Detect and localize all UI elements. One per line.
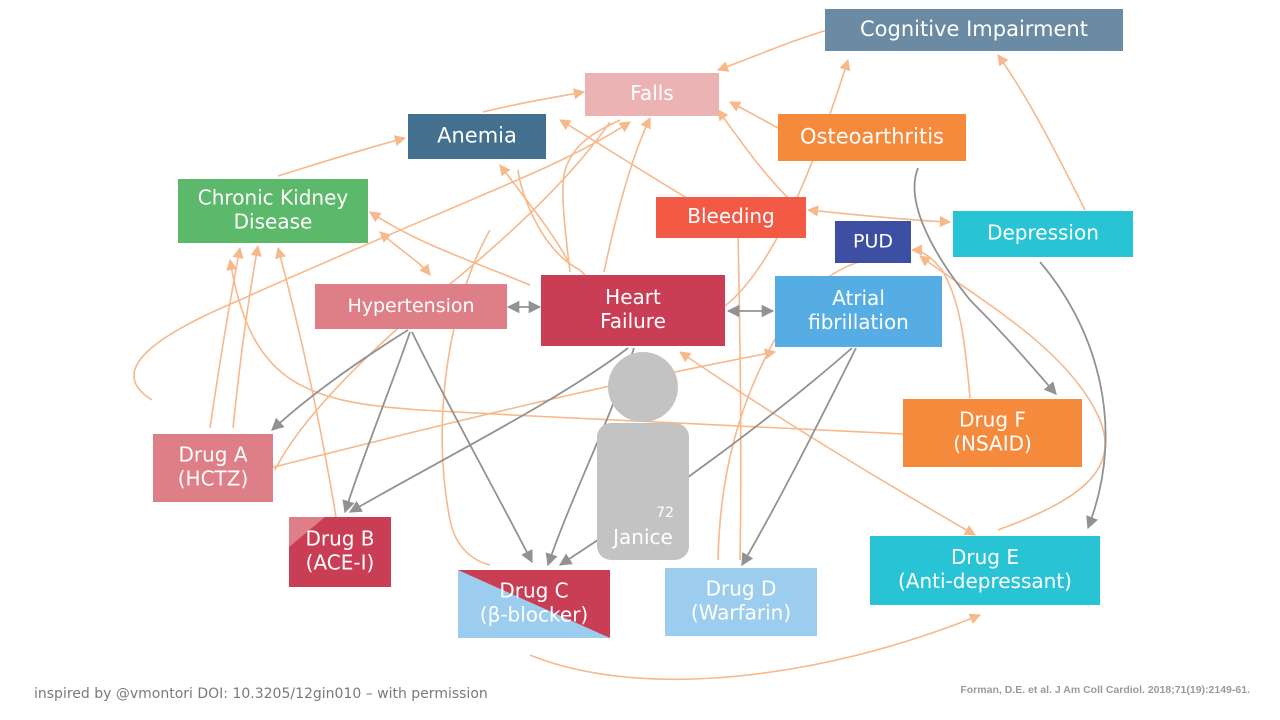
node-box <box>656 197 806 238</box>
adverse-interaction-edges <box>133 23 1106 681</box>
node-label: Drug D <box>706 576 777 600</box>
edge <box>919 255 1106 531</box>
patient-figure: 72 Janice <box>597 352 689 560</box>
edge <box>603 116 651 273</box>
node-label: Drug E <box>951 545 1019 569</box>
node-box <box>315 284 507 329</box>
node-label: Drug F <box>959 407 1026 431</box>
node-label: Hypertension <box>347 295 474 317</box>
node-box <box>825 9 1123 51</box>
node-label: Depression <box>987 221 1099 245</box>
node-box <box>775 276 942 347</box>
edge <box>411 331 533 564</box>
edge <box>741 347 857 567</box>
node-box <box>408 114 546 159</box>
node-label: Atrial <box>832 286 885 310</box>
node-label: Bleeding <box>687 204 775 228</box>
edge <box>529 613 982 681</box>
edge <box>729 101 779 129</box>
node-label: Chronic Kidney <box>198 185 349 209</box>
node-anemia: Anemia <box>408 114 546 159</box>
node-box <box>953 211 1133 257</box>
node-label: (β-blocker) <box>480 603 588 627</box>
node-bleeding: Bleeding <box>656 197 806 238</box>
edge <box>482 88 586 113</box>
edge <box>724 58 851 307</box>
node-label: Drug B <box>305 526 374 550</box>
edge <box>232 244 262 429</box>
node-label: Heart <box>605 285 661 309</box>
node-hypertension: Hypertension <box>315 284 507 329</box>
node-drug-e: Drug E(Anti-depressant) <box>870 536 1100 605</box>
node-box <box>903 399 1082 467</box>
node-label: Disease <box>234 210 313 234</box>
edge <box>806 205 952 228</box>
edge <box>271 329 409 431</box>
node-drug-a: Drug A(HCTZ) <box>153 434 273 502</box>
edge <box>441 229 491 566</box>
node-drug-b: Drug B(ACE-I) <box>289 517 391 587</box>
edge <box>133 121 631 401</box>
edge <box>277 135 407 177</box>
edge <box>342 331 411 514</box>
node-box <box>585 73 719 116</box>
node-label: PUD <box>853 231 893 253</box>
edge <box>562 119 621 273</box>
patient-head <box>608 352 678 422</box>
node-label: Osteoarthritis <box>800 125 944 149</box>
node-label: (NSAID) <box>953 432 1032 456</box>
node-pud: PUD <box>835 221 911 263</box>
edge <box>913 167 1057 395</box>
edge <box>679 351 976 536</box>
edge <box>732 226 744 561</box>
node-box <box>153 434 273 502</box>
node-box-split <box>289 517 325 547</box>
edge <box>369 211 531 286</box>
patient-age: 72 <box>656 505 674 521</box>
edge <box>348 347 629 513</box>
edge <box>499 164 571 266</box>
node-label: (Anti-depressant) <box>898 569 1072 593</box>
node-label: Failure <box>600 309 666 333</box>
node-box <box>541 275 725 346</box>
node-falls: Falls <box>585 73 719 116</box>
credit-note: inspired by @vmontori DOI: 10.3205/12gin… <box>34 686 488 702</box>
edge <box>1039 261 1107 530</box>
node-box <box>835 221 911 263</box>
citation: Forman, D.E. et al. J Am Coll Cardiol. 2… <box>960 684 1250 696</box>
node-label: Falls <box>630 81 673 105</box>
node-box-split <box>458 570 610 638</box>
patient-body <box>597 423 689 560</box>
edge <box>717 109 791 201</box>
node-label: fibrillation <box>808 310 909 334</box>
edge <box>379 231 431 276</box>
node-drug-c: Drug C(β-blocker) <box>458 570 610 638</box>
node-drug-f: Drug F(NSAID) <box>903 399 1082 467</box>
node-box <box>665 568 817 636</box>
node-label: (ACE-I) <box>306 551 375 575</box>
node-depression: Depression <box>953 211 1133 257</box>
node-label: Cognitive Impairment <box>860 17 1088 41</box>
node-osteoarthritis: Osteoarthritis <box>778 114 966 161</box>
node-label: (Warfarin) <box>691 601 791 625</box>
edge <box>269 348 777 469</box>
node-drug-d: Drug D(Warfarin) <box>665 568 817 636</box>
node-label: Drug A <box>178 442 247 466</box>
node-box <box>778 114 966 161</box>
node-label: Drug C <box>499 578 568 602</box>
patient-name: Janice <box>611 525 673 549</box>
edge <box>997 54 1086 211</box>
node-label: (HCTZ) <box>178 467 249 491</box>
node-box <box>870 536 1100 605</box>
edge <box>559 119 691 201</box>
node-box <box>178 179 368 243</box>
node-label: Anemia <box>437 124 517 148</box>
node-cognitive-impairment: Cognitive Impairment <box>825 9 1123 51</box>
